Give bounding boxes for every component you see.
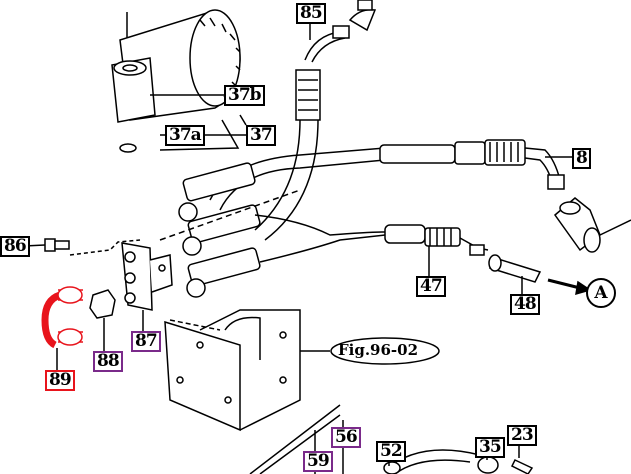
hose-8 [209, 139, 631, 253]
callout-37a[interactable]: 37a [165, 125, 205, 146]
view-marker-a[interactable]: A [586, 278, 616, 308]
callout-37b[interactable]: 37b [224, 85, 265, 106]
callout-52[interactable]: 52 [376, 441, 406, 462]
callout-56[interactable]: 56 [331, 427, 361, 448]
filter-assembly [111, 9, 247, 153]
figure-reference-outline [330, 337, 440, 365]
fitting-48 [488, 254, 592, 296]
bracket [164, 309, 330, 432]
callout-89[interactable]: 89 [45, 370, 75, 391]
callout-35[interactable]: 35 [475, 437, 505, 458]
manifold-87 [121, 189, 301, 331]
callout-86[interactable]: 86 [0, 236, 30, 257]
hose-85 [254, 0, 377, 241]
nut-88 [89, 289, 116, 351]
hose-47 [384, 224, 489, 276]
bolt-86 [23, 238, 141, 256]
callout-48[interactable]: 48 [510, 294, 540, 315]
figure-reference[interactable]: Fig.96-02 [338, 341, 419, 359]
callout-8[interactable]: 8 [572, 148, 591, 169]
hose-fittings [178, 162, 386, 298]
elbow-89 [41, 286, 83, 370]
callout-47[interactable]: 47 [416, 276, 446, 297]
callout-88[interactable]: 88 [93, 351, 123, 372]
callout-59[interactable]: 59 [303, 451, 333, 472]
callout-37[interactable]: 37 [246, 125, 276, 146]
callout-87[interactable]: 87 [131, 331, 161, 352]
lower-assembly [249, 404, 534, 474]
callout-23[interactable]: 23 [507, 425, 537, 446]
callout-85[interactable]: 85 [296, 3, 326, 24]
